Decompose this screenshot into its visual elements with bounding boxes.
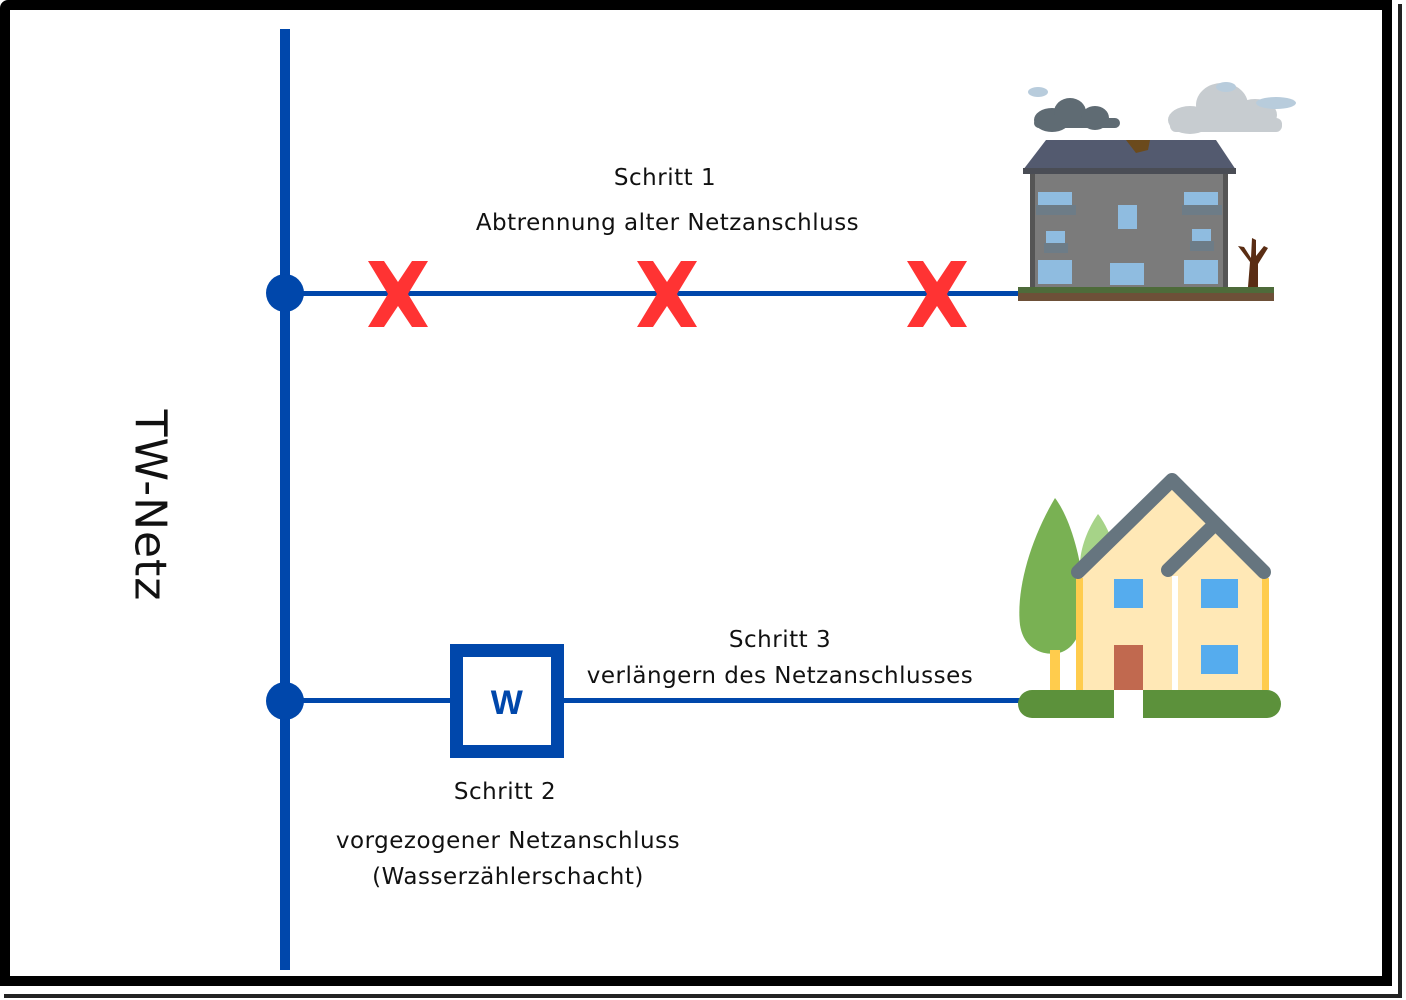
old-damaged-house-icon [1018, 82, 1296, 301]
frame-shadow [4, 4, 1402, 998]
step2-description-line2: (Wasserzählerschacht) [372, 864, 644, 890]
network-label: TW-Netz [124, 409, 176, 602]
water-meter-shaft-icon [450, 644, 564, 758]
cross-icon [637, 261, 697, 327]
step3-title: Schritt 3 [728, 627, 832, 653]
cross-icon [907, 261, 967, 327]
pipe-junction-icon [266, 274, 304, 312]
main-network-pipe [280, 29, 290, 970]
new-house-icon [1018, 473, 1281, 718]
step2-title: Schritt 2 [453, 779, 557, 805]
pipe-junction-icon [266, 682, 304, 720]
meter-letter: W [490, 684, 524, 722]
old-service-line [285, 291, 1020, 296]
new-service-line [285, 698, 1020, 703]
step1-description: Abtrennung alter Netzanschluss [475, 210, 860, 236]
cloud-icon [1034, 98, 1120, 132]
cloud-icon [1168, 83, 1282, 134]
step2-description-line1: vorgezogener Netzanschluss [335, 828, 681, 854]
cross-icon [368, 261, 428, 327]
step3-description: verlängern des Netzanschlusses [586, 663, 974, 689]
step1-title: Schritt 1 [613, 165, 717, 191]
